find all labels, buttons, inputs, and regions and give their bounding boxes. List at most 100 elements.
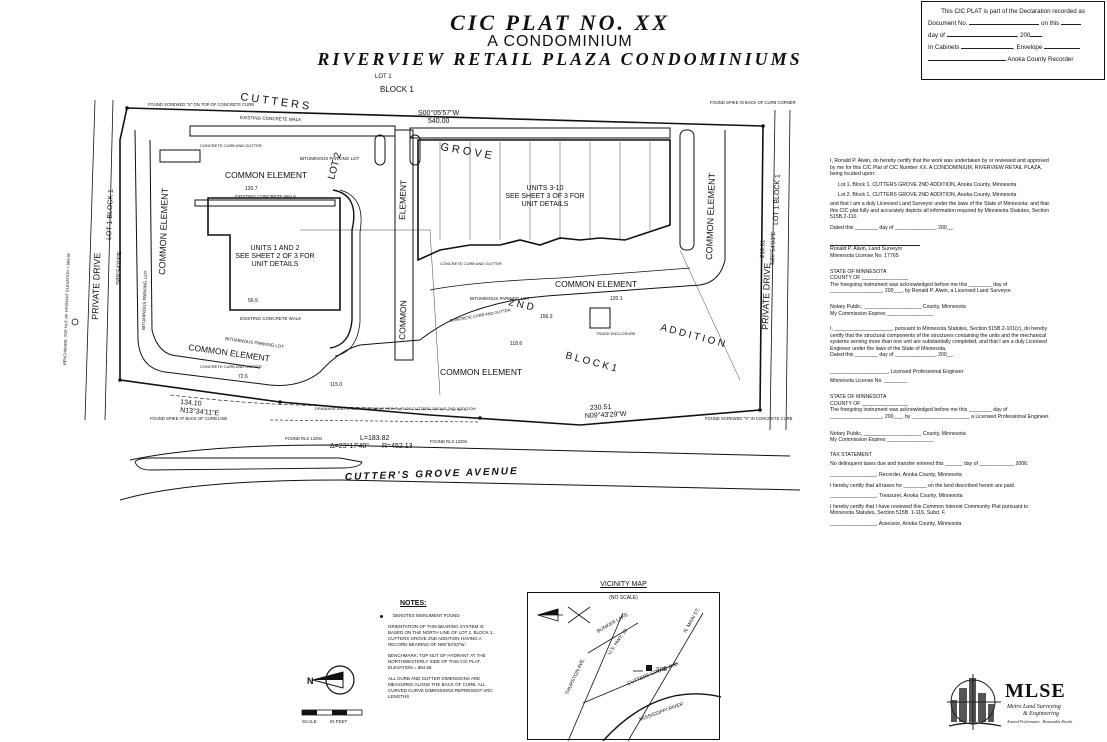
cert-notary2a: Notary Public, ____________________ Coun… [830, 430, 966, 437]
units-1-2-line1: UNITS 1 AND 2 [250, 245, 299, 252]
notes-heading: NOTES: [400, 600, 427, 607]
recording-box: This CIC PLAT is part of the Declaration… [921, 1, 1105, 80]
cert-p3: Lot 2, Block 1, CUTTERS GROVE 2ND ADDITI… [838, 192, 1017, 199]
cert-dated2: Dated this ________ day of _____________… [830, 352, 955, 359]
vicinity-subtitle: (NO SCALE) [609, 595, 638, 601]
cert-p4: and that I am a duly Licensed Land Surve… [830, 200, 1050, 221]
cert-sig2a: ____________________, Licensed Professio… [830, 369, 964, 376]
units-3-10-line2: SEE SHEET 3 OF 3 FOR [505, 193, 584, 200]
bearing-br: N09°43'29"W [585, 410, 627, 420]
cert-tax2: ________________, Recorder, Anoka County… [830, 472, 962, 478]
lot1-block1-right: LOT 1 BLOCK 1 [773, 174, 782, 225]
note-monument: DENOTES MONUMENT FOUND [380, 613, 500, 619]
cert-state1: STATE OF MINNESOTA [830, 268, 887, 275]
cert-ack1: The foregoing instrument was acknowledge… [830, 281, 1012, 295]
recording-line1: This CIC PLAT is part of the Declaration… [941, 8, 1085, 15]
curve-delta: Δ=23°17'40" [330, 442, 369, 450]
curb-gutter-1: CONCRETE CURB AND GUTTER [200, 143, 262, 148]
private-drive-right: PRIVATE DRIVE [760, 263, 772, 330]
found-spike-bl: FOUND SPIKE AT BACK OF CURB LINE [150, 416, 228, 421]
dist-bl: 134.10 [180, 399, 202, 408]
curb-inner [149, 139, 261, 369]
existing-walk-3: EXISTING CONCRETE WALK [240, 316, 301, 321]
found-spike-tr: FOUND SPIKE IN BACK OF CURB CORNER [710, 100, 796, 105]
second-label: 2 N D [507, 297, 534, 313]
curb-left [134, 129, 726, 386]
addition-label: A D D I T I O N [659, 322, 726, 350]
mlse-logo: MLSE Metro Land Surveying & Engineering … [945, 668, 1103, 738]
cert-tax4: ________________, Treasurer, Anoka Count… [830, 493, 963, 500]
cert-tax5: I hereby certify that I have reviewed th… [830, 503, 1029, 517]
logo-tagline: Assured Performance · Reasonable Results [1007, 720, 1073, 724]
common-element-1: COMMON ELEMENT [225, 170, 307, 180]
bearing-bl: N13°34'11"E [180, 406, 220, 417]
dim-56-9: 56.9 [248, 298, 258, 304]
recording-line4: In Cabinets , Envelope [928, 42, 1098, 54]
cert-notary1a: Notary Public, ____________________ Coun… [830, 303, 966, 310]
drainage-easement: DRAINAGE AND UTILITY EASEMENT PER PLAT O… [315, 406, 476, 411]
note-orientation: ORIENTATION OF THIS BEARING SYSTEM IS BA… [388, 624, 494, 647]
units-1-2-line3: UNIT DETAILS [252, 261, 299, 268]
cert-state2: STATE OF MINNESOTA [830, 394, 887, 401]
bearing-right: S89°54'03"E [770, 231, 777, 265]
cert-ack2: The foregoing instrument was acknowledge… [830, 407, 1050, 421]
building-units-1-2 [207, 197, 341, 311]
vicinity-map: SITE CUTTERS GROVE AVE. THURSTON AVE. U.… [527, 581, 721, 741]
certificate-block: I, Ronald P. Alwin, do hereby certify th… [830, 158, 1052, 528]
project-name: RIVERVIEW RETAIL PLAZA CONDOMINIUMS [317, 49, 803, 69]
logo-line1: Metro Land Surveying [1007, 704, 1061, 710]
dim-120-1: 120.1 [610, 296, 623, 302]
skyline-icon [947, 674, 1002, 730]
dim-72-6: 72.6 [238, 374, 248, 380]
plat-title: CIC PLAT NO. XX [450, 10, 670, 35]
found-rls-2: FOUND RLS 12294 [430, 439, 468, 444]
dist-right: 210.01 [760, 239, 767, 258]
recording-line3: day of , 200. [928, 32, 1045, 39]
cert-notary1b: My Commission Expires ________________ [830, 310, 934, 317]
element-vertical: ELEMENT [397, 180, 408, 220]
cert-sig1b: Minnesota License No. 17765 [830, 252, 899, 259]
existing-walk-1: EXISTING CONCRETE WALK [240, 115, 301, 122]
common-element-4: COMMON ELEMENT [440, 367, 522, 377]
parking-4: BITUMINOUS PARKING LOT [141, 270, 148, 330]
note-curb-dimensions: ALL CURB AND GUTTER DIMENSIONS ARE MEASU… [388, 676, 493, 699]
common-element-2: COMMON ELEMENT [157, 187, 170, 275]
vicinity-street2: THURSTON AVE. [564, 657, 586, 696]
units-1-2-line2: SEE SHEET 2 OF 3 FOR [235, 253, 314, 260]
plat-subtitle: A CONDOMINIUM [487, 33, 633, 50]
cert-p2: Lot 1, Block 1, CUTTERS GROVE 2ND ADDITI… [838, 181, 1017, 188]
dim-118-6: 118.6 [510, 341, 522, 347]
cert-tax1: No delinquent taxes due and transfer ent… [830, 461, 1029, 468]
property-boundary [119, 107, 764, 426]
logo-name: MLSE [1005, 680, 1066, 702]
units-3-10-line3: UNIT DETAILS [522, 201, 569, 208]
benchmark-side: BENCHMARK: TOP NUT OF HYDRANT ELEVATION … [62, 252, 71, 365]
trash-enclosure-label: TRASH ENCLOSURE [596, 331, 636, 336]
parking-1: BITUMINOUS PARKING LOT [300, 156, 360, 161]
cert-tax6: ________________, Assessor, Anoka County… [830, 520, 962, 527]
block1-bottom-label: B L O C K 1 [564, 350, 618, 374]
notes-block: NOTES: DENOTES MONUMENT FOUND ORIENTATIO… [380, 600, 500, 700]
vicinity-title: VICINITY MAP [600, 581, 647, 588]
parking-2: BITUMINOUS PARKING LOT [470, 296, 530, 301]
bearing-top: S00°05'57"W [418, 109, 460, 117]
lot1-top: LOT 1 [375, 74, 392, 80]
cert-dated1: Dated this ________ day of _____________… [830, 224, 955, 231]
vicinity-street1: CUTTERS GROVE AVE. [627, 661, 680, 687]
existing-walk-2: EXISTING CONCRETE WALK [235, 194, 296, 199]
cert-sig2b: Minnesota License No. ________ [830, 377, 908, 384]
curb-gutter-2: CONCRETE CURB AND GUTTER [440, 261, 502, 266]
found-rls-1: FOUND RLS 12294 [285, 436, 323, 441]
note-benchmark: BENCHMARK: TOP NUT OF HYDRANT AT THE NOR… [388, 653, 486, 670]
block1-top: BLOCK 1 [380, 85, 414, 94]
scale-label: SCALE [302, 719, 317, 724]
north-arrow-icon: N [307, 665, 355, 695]
logo-line2: & Engineering [1023, 711, 1059, 717]
cert-county1: COUNTY OF ________________ [830, 275, 909, 282]
cert-p5: I, ____________________, pursuant to Min… [830, 326, 1048, 352]
dist-top: 540.00 [428, 118, 450, 125]
scale-unit: IN FEET [330, 719, 348, 724]
common-vertical: COMMON [397, 300, 408, 340]
scale-bar: SCALE IN FEET [301, 709, 363, 724]
common-element-5: COMMON ELEMENT [555, 279, 637, 289]
